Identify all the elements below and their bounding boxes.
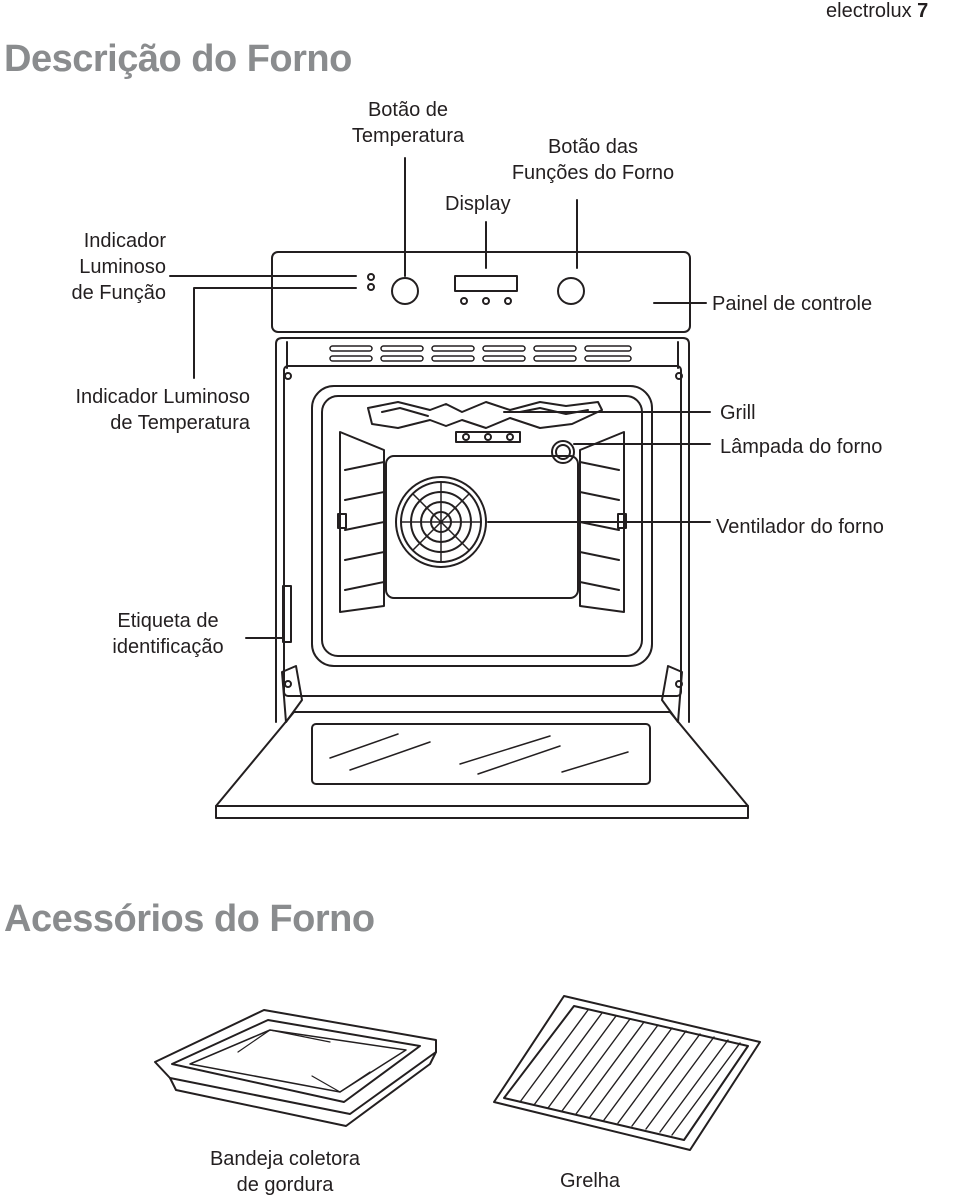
label-oven-lamp: Lâmpada do forno: [720, 436, 883, 458]
label-wire-rack: Grelha: [559, 1170, 621, 1192]
label-control-panel: Painel de controle: [712, 293, 873, 315]
control-panel: [271, 251, 691, 333]
display-window: [454, 275, 518, 292]
label-temperature-knob: Botão de Temperatura: [351, 99, 465, 147]
oven-body: [275, 337, 690, 723]
hinge-left: [281, 665, 303, 723]
label-id-plate: Etiqueta de identificação: [112, 610, 224, 658]
section-title-accessories: Acessórios do Forno: [4, 898, 375, 940]
wire-rack-icon: [493, 995, 761, 1151]
oven-door: [215, 711, 749, 819]
temperature-light: [367, 283, 375, 291]
label-grill: Grill: [720, 402, 756, 424]
drip-tray-icon: [154, 1009, 437, 1127]
door-glass: [311, 723, 651, 785]
oven-fan: [395, 476, 487, 568]
back-panel: [385, 455, 579, 599]
grill-element: [367, 401, 603, 429]
label-temperature-light: Indicador Luminoso de Temperatura: [75, 386, 250, 434]
function-knob: [557, 277, 585, 305]
page-number: 7: [917, 0, 929, 22]
brand-name: electrolux: [826, 0, 912, 22]
oven-lamp: [551, 440, 575, 464]
id-label-plate: [282, 585, 292, 643]
side-rack-left: [339, 431, 385, 613]
temperature-knob: [391, 277, 419, 305]
label-function-knob: Botão das Funções do Forno: [511, 136, 675, 184]
label-display: Display: [445, 193, 511, 215]
function-light: [367, 273, 375, 281]
section-title-oven: Descrição do Forno: [4, 38, 352, 80]
brand-header: electrolux 7: [826, 0, 928, 23]
label-function-light: Indicador Luminoso de Função: [71, 230, 166, 304]
label-drip-tray: Bandeja coletora de gordura: [209, 1148, 361, 1196]
label-oven-fan: Ventilador do forno: [716, 516, 884, 538]
oven-cavity: [311, 385, 653, 667]
hinge-right: [661, 665, 683, 723]
